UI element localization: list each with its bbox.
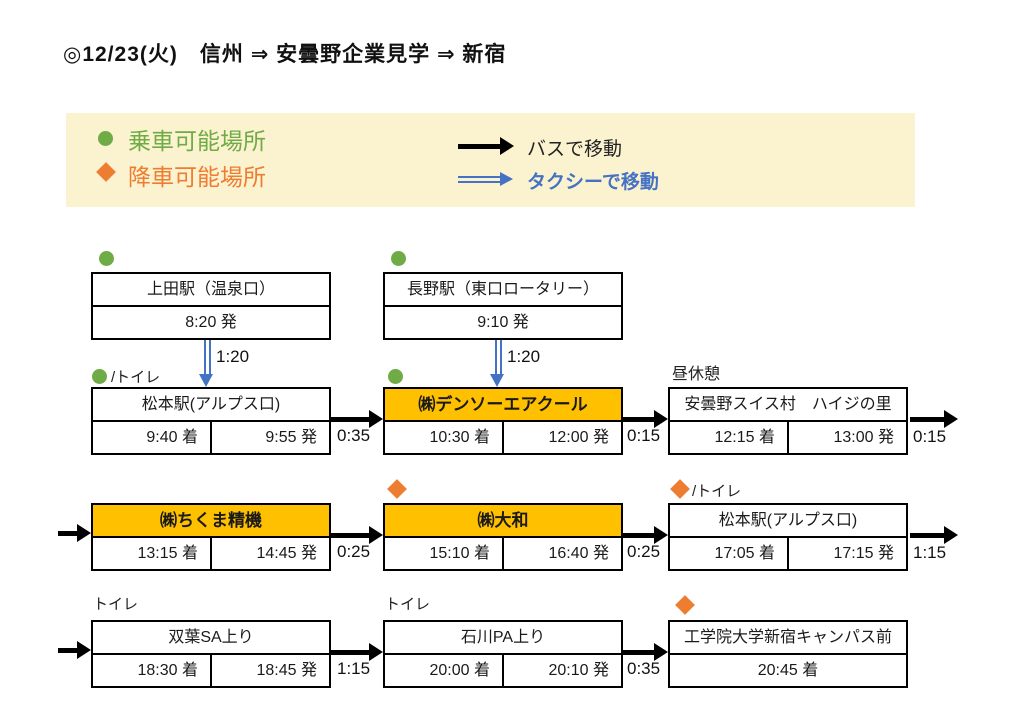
page-title: ◎12/23(火) 信州 ⇒ 安曇野企業見学 ⇒ 新宿 xyxy=(63,43,507,66)
orange-diamond-icon xyxy=(96,162,116,182)
green-circle-icon xyxy=(92,369,107,384)
taxi-arrow-icon xyxy=(458,172,513,186)
departure-time: 9:10 発 xyxy=(477,314,529,331)
taxi-duration-label: 1:20 xyxy=(216,347,250,366)
bus-arrow-icon xyxy=(58,641,91,659)
orange-diamond-icon xyxy=(670,479,690,499)
stop-title: 上田駅（温泉口） xyxy=(93,274,329,307)
departure-time: 20:10 発 xyxy=(548,662,610,679)
stop-title: 安曇野スイス村 ハイジの里 xyxy=(670,389,906,422)
stop-box-kogakuin: 工学院大学新宿キャンパス前 20:45 着 xyxy=(668,620,908,688)
bus-arrow-icon xyxy=(458,137,514,155)
green-circle-icon xyxy=(99,251,114,266)
stop-title: 石川PA上り xyxy=(385,622,621,655)
duration-label: 0:15 xyxy=(627,426,661,445)
stop-title: 長野駅（東口ロータリー） xyxy=(385,274,621,307)
arrival-time: 15:10 着 xyxy=(385,538,504,569)
taxi-arrow-icon xyxy=(199,340,213,387)
stop-box-chikuma: ㈱ちくま精機 13:15 着 14:45 発 xyxy=(91,503,331,571)
stop-box-ueda: 上田駅（温泉口） 8:20 発 xyxy=(91,272,331,340)
departure-time: 16:40 発 xyxy=(548,545,610,562)
bus-arrow-icon xyxy=(910,526,958,544)
stop-box-denso: ㈱デンソーエアクール 10:30 着 12:00 発 xyxy=(383,387,623,455)
departure-time: 18:45 発 xyxy=(256,662,318,679)
taxi-duration-label: 1:20 xyxy=(507,347,541,366)
stop-box-matsumoto-1: 松本駅(アルプス口) 9:40 着 9:55 発 xyxy=(91,387,331,455)
arrival-time: 20:45 着 xyxy=(757,662,819,679)
lunch-break-note: 昼休憩 xyxy=(672,366,721,383)
arrival-time: 20:00 着 xyxy=(385,655,504,686)
bus-arrow-icon xyxy=(331,410,383,428)
stop-box-ishikawa-pa: 石川PA上り 20:00 着 20:10 発 xyxy=(383,620,623,688)
arrival-time: 17:05 着 xyxy=(670,538,789,569)
duration-label: 0:25 xyxy=(627,542,661,561)
bus-arrow-icon xyxy=(622,410,668,428)
bus-arrow-icon xyxy=(331,643,383,661)
departure-time: 17:15 発 xyxy=(833,545,895,562)
stop-title: ㈱大和 xyxy=(385,505,621,538)
stop-title: ㈱ちくま精機 xyxy=(93,505,329,538)
duration-label: 1:15 xyxy=(337,659,371,678)
stop-box-nagano: 長野駅（東口ロータリー） 9:10 発 xyxy=(383,272,623,340)
bus-arrow-icon xyxy=(331,526,383,544)
green-circle-icon xyxy=(98,131,113,146)
bus-arrow-icon xyxy=(622,526,668,544)
orange-diamond-icon xyxy=(675,595,695,615)
stop-title: 工学院大学新宿キャンパス前 xyxy=(670,622,906,655)
departure-time: 9:55 発 xyxy=(265,429,317,446)
stop-title: 双葉SA上り xyxy=(93,622,329,655)
stop-box-futaba-sa: 双葉SA上り 18:30 着 18:45 発 xyxy=(91,620,331,688)
legend-alighting-label: 降車可能場所 xyxy=(128,164,266,190)
duration-label: 0:35 xyxy=(627,659,661,678)
stop-title: 松本駅(アルプス口) xyxy=(670,505,906,538)
arrival-time: 9:40 着 xyxy=(93,422,212,453)
arrival-time: 18:30 着 xyxy=(93,655,212,686)
stop-box-swiss-village: 安曇野スイス村 ハイジの里 12:15 着 13:00 発 xyxy=(668,387,908,455)
duration-label: 0:35 xyxy=(337,426,371,445)
departure-time: 12:00 発 xyxy=(548,429,610,446)
stop-box-daiwa: ㈱大和 15:10 着 16:40 発 xyxy=(383,503,623,571)
legend-boarding-label: 乗車可能場所 xyxy=(128,128,266,154)
departure-time: 14:45 発 xyxy=(256,545,318,562)
stop-box-matsumoto-2: 松本駅(アルプス口) 17:05 着 17:15 発 xyxy=(668,503,908,571)
green-circle-icon xyxy=(391,251,406,266)
stop-title: 松本駅(アルプス口) xyxy=(93,389,329,422)
stop-title: ㈱デンソーエアクール xyxy=(385,389,621,422)
legend-taxi-label: タクシーで移動 xyxy=(527,172,659,193)
toilet-note: トイレ xyxy=(93,596,139,613)
taxi-arrow-icon xyxy=(490,340,504,387)
bus-arrow-icon xyxy=(58,524,91,542)
arrival-time: 10:30 着 xyxy=(385,422,504,453)
arrival-time: 13:15 着 xyxy=(93,538,212,569)
bus-arrow-icon xyxy=(910,410,958,428)
toilet-note: /トイレ xyxy=(111,369,161,386)
duration-label: 0:15 xyxy=(913,427,947,446)
toilet-note: トイレ xyxy=(385,596,431,613)
legend-panel xyxy=(66,113,915,207)
bus-arrow-icon xyxy=(622,643,668,661)
legend-bus-label: バスで移動 xyxy=(527,139,623,160)
departure-time: 13:00 発 xyxy=(833,429,895,446)
departure-time: 8:20 発 xyxy=(185,314,237,331)
arrival-time: 12:15 着 xyxy=(670,422,789,453)
duration-label: 1:15 xyxy=(913,543,947,562)
duration-label: 0:25 xyxy=(337,542,371,561)
orange-diamond-icon xyxy=(387,479,407,499)
green-circle-icon xyxy=(388,369,403,384)
toilet-note: /トイレ xyxy=(692,483,742,500)
